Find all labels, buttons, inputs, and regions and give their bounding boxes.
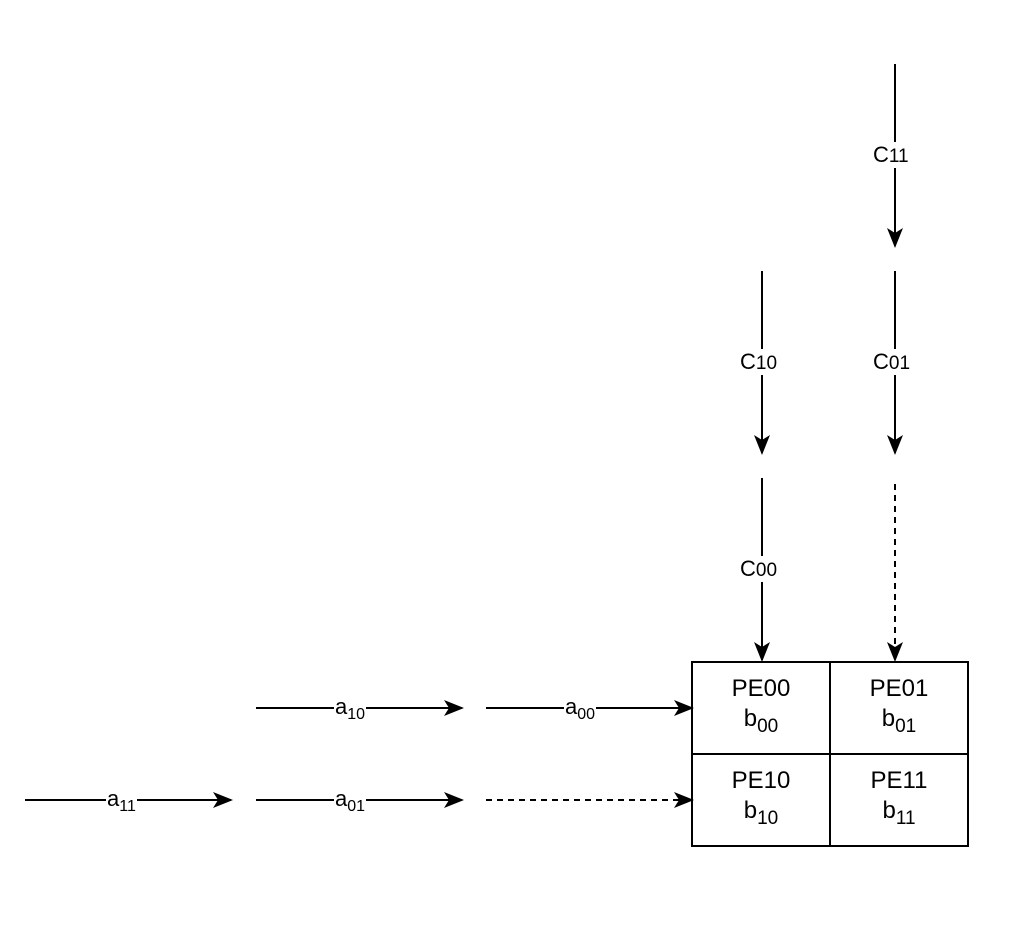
pe-cell-weight: b01	[881, 705, 917, 737]
label-c00: C00	[739, 556, 779, 582]
label-a01: a01	[334, 786, 367, 815]
pe-cell-weight: b10	[743, 797, 779, 829]
pe-cell-10: PE10 b10	[692, 766, 830, 829]
pe-cell-name: PE11	[870, 767, 928, 794]
pe-cell-00: PE00 b00	[692, 674, 830, 737]
pe-cell-11: PE11 b11	[830, 766, 968, 829]
label-a10: a10	[334, 694, 367, 723]
label-c10: C10	[739, 349, 779, 375]
label-a11: a11	[106, 786, 137, 815]
pe-cell-name: PE10	[731, 767, 791, 794]
pe-cell-weight: b11	[882, 797, 916, 829]
pe-cell-01: PE01 b01	[830, 674, 968, 737]
label-a00: a00	[564, 694, 597, 723]
pe-grid	[691, 661, 969, 847]
pe-cell-weight: b00	[743, 705, 779, 737]
label-c01: C01	[872, 349, 912, 375]
pe-cell-name: PE00	[731, 675, 791, 702]
label-c11: C11	[872, 142, 910, 168]
pe-cell-name: PE01	[869, 675, 929, 702]
